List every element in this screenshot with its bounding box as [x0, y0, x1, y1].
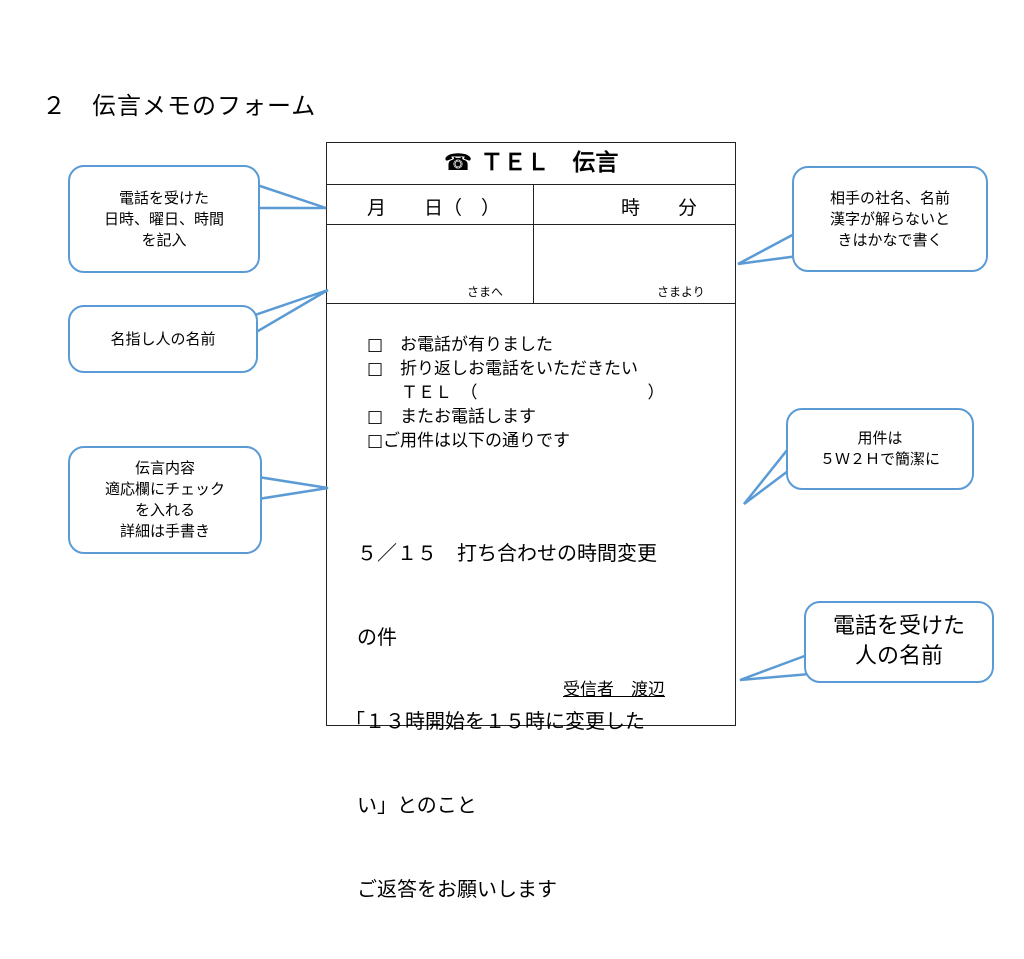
callout-content: 伝言内容 適応欄にチェック を入れる 詳細は手書き	[68, 446, 262, 554]
callout-tail-content	[250, 474, 329, 502]
details-line: ご返答をお願いします	[357, 877, 557, 901]
time-field-label: 時 分	[621, 197, 698, 219]
checklist-item: □ お電話が有りました	[367, 335, 554, 355]
callout-tail-summary	[743, 440, 794, 505]
checklist-item: □ またお電話します	[367, 407, 537, 427]
callout-datetime: 電話を受けた 日時、曜日、時間 を記入	[68, 165, 260, 273]
addressee-suffix: さまへ	[467, 285, 504, 299]
form-title: ☎ ＴＥＬ 伝言	[327, 143, 735, 185]
checklist-item: □ 折り返しお電話をいただきたい	[367, 359, 639, 379]
details-line: の件	[357, 625, 397, 649]
names-row	[327, 225, 735, 304]
callout-tail-addressee	[244, 288, 329, 341]
checklist-item: □ご用件は以下の通りです	[367, 431, 571, 451]
callout-receiver: 電話を受けた 人の名前	[804, 601, 994, 683]
date-field-label: 月 日（ ）	[367, 197, 501, 219]
receiver-name: 受信者 渡辺	[563, 680, 665, 700]
details-line: い」とのこと	[357, 793, 477, 817]
callout-tail-caller	[737, 229, 800, 266]
date-time-row	[327, 185, 735, 225]
checklist-item: ＴＥＬ （ ）	[367, 383, 665, 403]
checklist: □ お電話が有りました □ 折り返しお電話をいただきたい ＴＥＬ （ ） □ ま…	[367, 333, 665, 453]
callout-tail-receiver	[739, 652, 812, 682]
callout-summary: 用件は ５Ｗ２Ｈで簡潔に	[786, 408, 974, 490]
page-heading: ２ 伝言メモのフォーム	[42, 92, 317, 120]
details-line: 「１３時開始を１５時に変更した	[345, 709, 645, 733]
caller-suffix: さまより	[657, 285, 705, 299]
callout-addressee: 名指し人の名前	[68, 305, 258, 373]
callout-caller: 相手の社名、名前 漢字が解らないと きはかなで書く	[792, 166, 988, 272]
details-line: ５／１５ 打ち合わせの時間変更	[357, 541, 657, 565]
column-divider	[533, 185, 534, 304]
